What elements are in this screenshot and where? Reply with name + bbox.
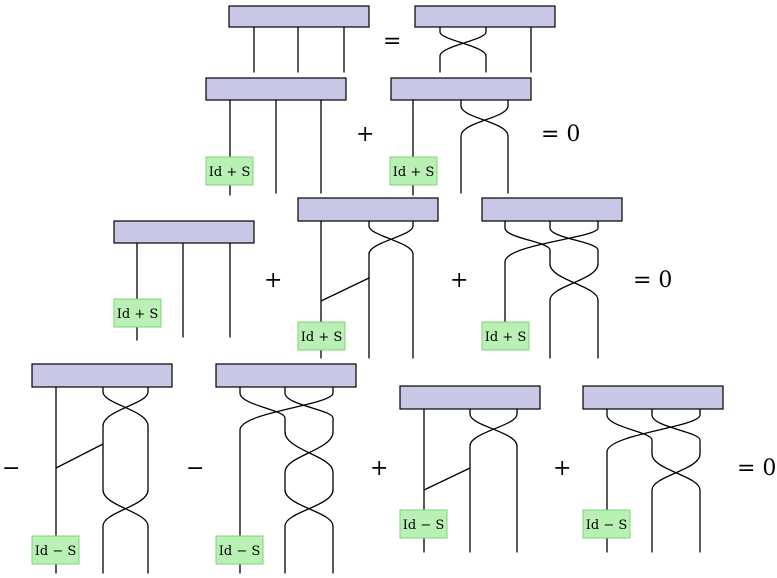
term-4c: Id − S bbox=[399, 385, 541, 553]
plus-sign: + bbox=[553, 456, 571, 481]
strand bbox=[460, 99, 509, 194]
minus-sign: − bbox=[186, 456, 204, 481]
strand bbox=[55, 443, 104, 469]
plus-sign: + bbox=[450, 268, 468, 293]
antipode-label: Id − S bbox=[31, 535, 80, 565]
term-2b: Id + S bbox=[389, 77, 532, 196]
strand bbox=[102, 386, 149, 574]
coproduct-box bbox=[414, 5, 556, 28]
plus-sign: + bbox=[370, 456, 388, 481]
coproduct-box bbox=[215, 363, 357, 388]
row-2: Id + S + Id + S = 0 bbox=[205, 77, 580, 196]
strand bbox=[439, 26, 487, 73]
label-box bbox=[389, 156, 438, 186]
label-text: Id − S bbox=[403, 518, 445, 533]
label-text: Id − S bbox=[219, 544, 261, 559]
strand bbox=[469, 408, 518, 553]
label-box bbox=[481, 321, 530, 351]
strand bbox=[284, 386, 334, 574]
label-text: Id + S bbox=[393, 165, 435, 180]
label-box bbox=[113, 298, 162, 328]
antipode-label: Id − S bbox=[582, 509, 631, 539]
term-4b: Id − S bbox=[215, 363, 357, 574]
term-4a: Id − S bbox=[31, 363, 173, 574]
label-text: Id + S bbox=[117, 307, 159, 322]
antipode-label: Id + S bbox=[481, 321, 530, 351]
label-box bbox=[205, 156, 254, 186]
minus-sign: − bbox=[2, 456, 20, 481]
row-3: Id + S + Id + S + Id + S = 0 bbox=[113, 197, 672, 359]
label-text: Id − S bbox=[586, 518, 628, 533]
label-box bbox=[399, 509, 448, 539]
equals-sign: = bbox=[383, 29, 401, 54]
coproduct-box bbox=[390, 77, 532, 101]
strand bbox=[368, 220, 414, 359]
term-3a: Id + S bbox=[113, 220, 255, 341]
equals-zero: = 0 bbox=[541, 122, 580, 147]
coproduct-box bbox=[297, 197, 439, 222]
antipode-label: Id − S bbox=[399, 509, 448, 539]
strand bbox=[469, 408, 518, 553]
plus-sign: + bbox=[356, 122, 374, 147]
coproduct-box bbox=[481, 197, 623, 222]
strand bbox=[102, 386, 149, 574]
term-3c: Id + S bbox=[481, 197, 623, 359]
term-4d: Id − S bbox=[582, 385, 724, 553]
strand bbox=[504, 220, 599, 331]
row-4: − Id − S − Id − S + bbox=[2, 363, 776, 574]
strand bbox=[606, 408, 701, 553]
label-box bbox=[215, 535, 264, 565]
strand bbox=[549, 220, 599, 359]
term-1a bbox=[228, 5, 370, 73]
strand bbox=[423, 467, 471, 491]
plus-sign: + bbox=[264, 268, 282, 293]
label-text: Id + S bbox=[301, 330, 343, 345]
term-3b: Id + S bbox=[297, 197, 439, 359]
term-1b bbox=[414, 5, 556, 73]
row-1: = bbox=[228, 5, 556, 73]
label-text: Id − S bbox=[35, 544, 77, 559]
label-text: Id + S bbox=[485, 330, 527, 345]
strand bbox=[239, 386, 334, 574]
label-text: Id + S bbox=[209, 165, 251, 180]
coproduct-box bbox=[113, 220, 255, 244]
equals-zero: = 0 bbox=[633, 268, 672, 293]
term-2a: Id + S bbox=[205, 77, 347, 196]
antipode-label: Id − S bbox=[215, 535, 264, 565]
coproduct-box bbox=[399, 385, 541, 410]
strand bbox=[504, 220, 599, 359]
coproduct-box bbox=[205, 77, 347, 101]
label-box bbox=[582, 509, 631, 539]
coproduct-box bbox=[582, 385, 724, 410]
coproduct-box bbox=[228, 5, 370, 28]
label-box bbox=[297, 321, 346, 351]
strand bbox=[651, 408, 701, 553]
strand bbox=[606, 408, 701, 553]
strand bbox=[320, 277, 370, 302]
antipode-label: Id + S bbox=[113, 298, 162, 328]
coproduct-box bbox=[31, 363, 173, 388]
antipode-label: Id + S bbox=[205, 156, 254, 186]
antipode-label: Id + S bbox=[297, 321, 346, 351]
label-box bbox=[31, 535, 80, 565]
antipode-label: Id + S bbox=[389, 156, 438, 186]
strand bbox=[368, 220, 414, 359]
equals-zero: = 0 bbox=[737, 456, 776, 481]
